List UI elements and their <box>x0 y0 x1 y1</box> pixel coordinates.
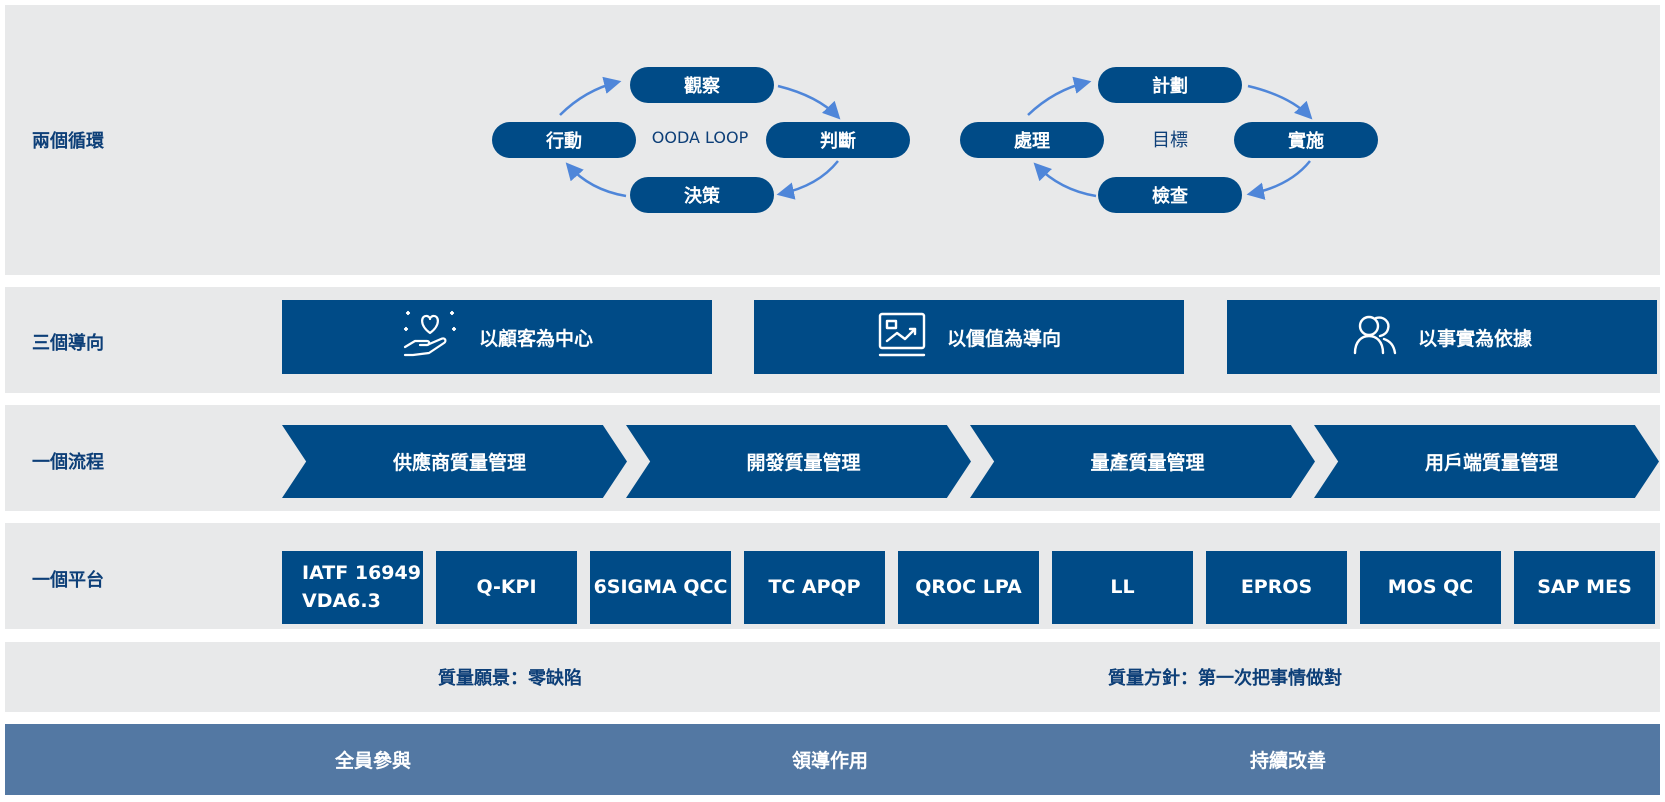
platform-iatf-vda: IATF 16949 VDA6.3 <box>282 551 423 624</box>
platform-vda-label: VDA6.3 <box>302 589 381 612</box>
platform-tc-apqp: TC APQP <box>744 551 885 624</box>
ooda-act: 行動 <box>492 122 636 158</box>
process-step-development: 開發質量管理 <box>626 425 971 498</box>
quality-vision: 質量願景：零缺陷 <box>438 668 582 689</box>
foundation-band <box>5 724 1660 795</box>
orientation-customer: 以顧客為中心 <box>282 300 712 374</box>
arrow-plan-to-do <box>1247 84 1313 120</box>
platform-6sigma-qcc: 6SIGMA QCC <box>590 551 731 624</box>
foundation-all-participation: 全員參與 <box>335 750 412 772</box>
process-step-mass-production: 量產質量管理 <box>970 425 1315 498</box>
arrow-observe-to-orient <box>777 84 841 120</box>
platform-sap-mes: SAP MES <box>1514 551 1655 624</box>
people-icon <box>1352 313 1398 362</box>
orientation-customer-label: 以顧客為中心 <box>478 327 593 350</box>
platform-epros: EPROS <box>1206 551 1347 624</box>
process-step-supplier: 供應商質量管理 <box>282 425 627 498</box>
arrow-act-to-observe <box>559 76 622 116</box>
ooda-orient: 判斷 <box>766 122 910 158</box>
pdca-act: 處理 <box>960 122 1104 158</box>
row-label-one-process: 一個流程 <box>32 452 104 473</box>
platform-q-kpi: Q-KPI <box>436 551 577 624</box>
process-step-customer: 用戶端質量管理 <box>1314 425 1659 498</box>
ooda-observe: 觀察 <box>630 67 774 103</box>
platform-iatf-label: IATF 16949 <box>302 561 421 584</box>
monitor-chart-icon <box>877 311 927 364</box>
row-label-one-platform: 一個平台 <box>32 570 104 591</box>
orientation-fact-label: 以事實為依據 <box>1417 327 1532 350</box>
platform-ll: LL <box>1052 551 1193 624</box>
pdca-center-label: 目標 <box>1152 130 1188 151</box>
arrow-decide-to-act <box>565 162 627 198</box>
pdca-plan: 計劃 <box>1098 67 1242 103</box>
foundation-continuous-improvement: 持續改善 <box>1250 750 1327 772</box>
pdca-do: 實施 <box>1234 122 1378 158</box>
orientation-value: 以價值為導向 <box>754 300 1184 374</box>
policy-band <box>5 642 1660 712</box>
arrow-act-to-plan <box>1027 76 1092 116</box>
quality-guideline: 質量方針：第一次把事情做對 <box>1108 668 1342 689</box>
orientation-fact: 以事實為依據 <box>1227 300 1657 374</box>
pdca-check: 檢查 <box>1098 177 1242 213</box>
hand-heart-icon <box>401 309 459 366</box>
arrow-check-to-act <box>1033 162 1097 198</box>
platform-mos-qc: MOS QC <box>1360 551 1501 624</box>
row-label-two-loops: 兩個循環 <box>32 131 104 152</box>
arrow-do-to-check <box>1246 160 1311 200</box>
foundation-leadership: 領導作用 <box>792 750 869 772</box>
platform-qroc-lpa: QROC LPA <box>898 551 1039 624</box>
arrow-orient-to-decide <box>776 160 839 200</box>
row-label-three-orientations: 三個導向 <box>32 333 104 354</box>
orientation-value-label: 以價值為導向 <box>946 327 1061 350</box>
ooda-decide: 決策 <box>630 177 774 213</box>
ooda-center-label: OODA LOOP <box>651 128 749 147</box>
